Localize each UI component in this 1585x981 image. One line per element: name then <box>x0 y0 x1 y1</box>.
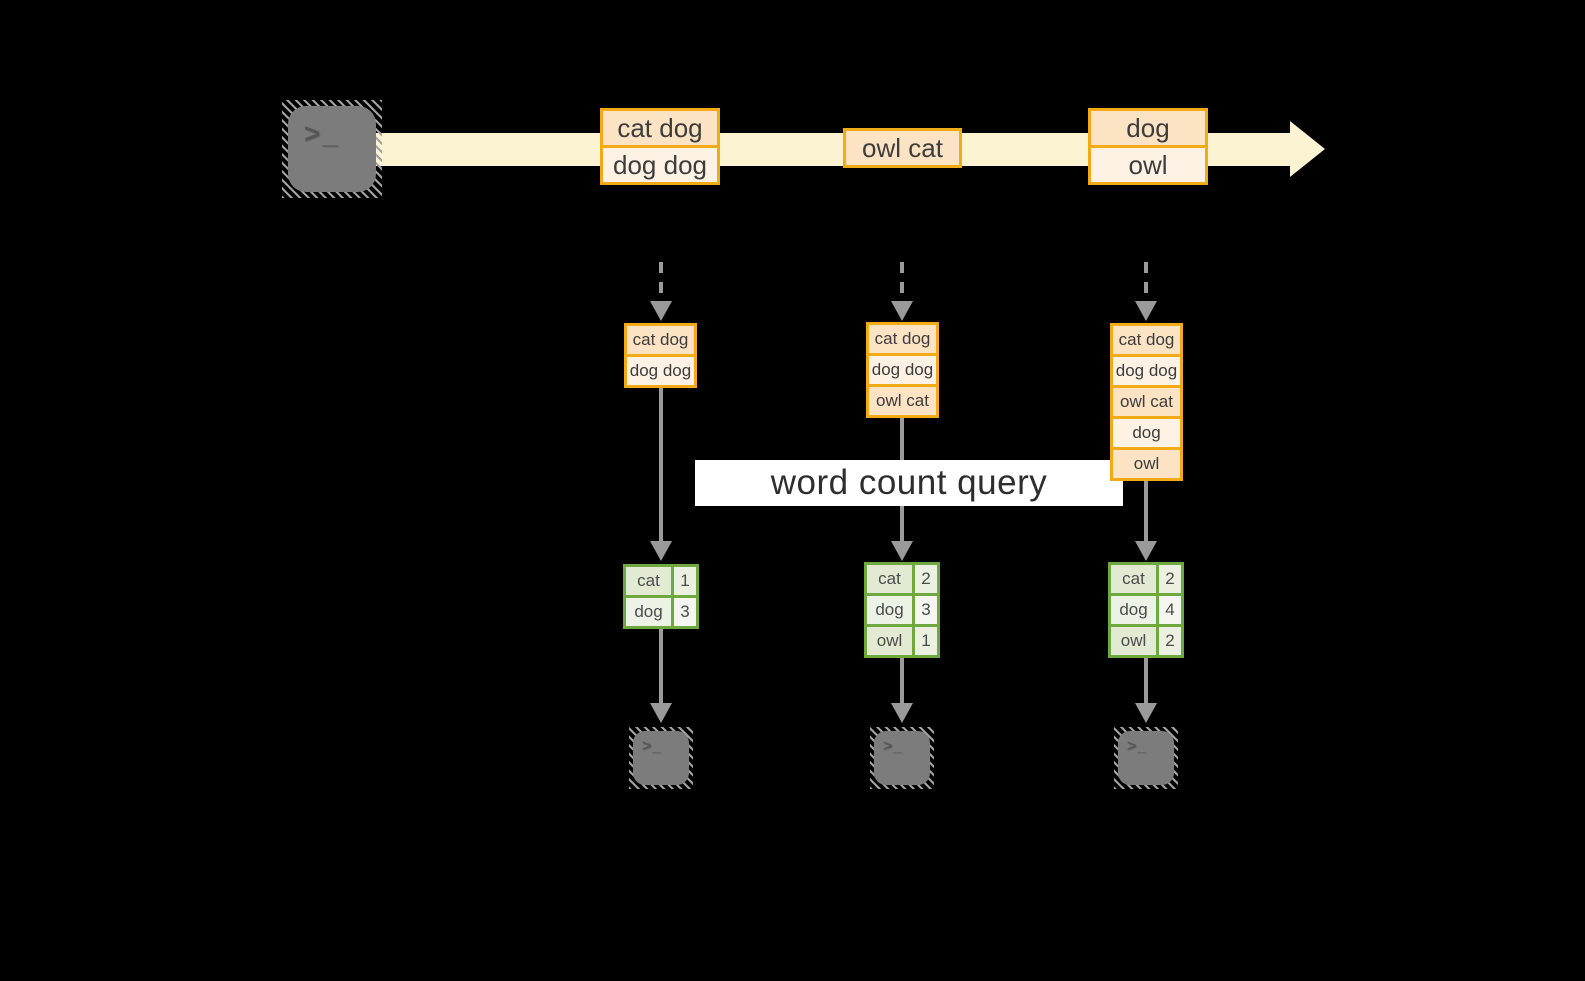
count-word-cell: owl <box>1111 627 1156 655</box>
count-value-cell: 1 <box>915 627 937 655</box>
box-row: cat dog <box>627 326 694 357</box>
box-row: owl cat <box>1113 388 1180 419</box>
count-word-cell: owl <box>867 627 912 655</box>
count-value-cell: 2 <box>915 565 937 593</box>
sink-arrow-line <box>659 629 663 704</box>
terminal-body: >_ <box>288 106 376 192</box>
box-row: dog dog <box>869 356 936 387</box>
dashed-arrow-line <box>1144 262 1148 302</box>
count-value-cell: 2 <box>1159 565 1181 593</box>
terminal-prompt-icon: >_ <box>642 738 663 755</box>
sink-arrow-line <box>1144 658 1148 704</box>
query-arrow-head <box>650 541 672 561</box>
terminal-body: >_ <box>874 731 930 785</box>
query-label: word count query <box>770 463 1048 502</box>
count-word-cell: cat <box>626 567 671 595</box>
dashed-arrow-line <box>900 262 904 302</box>
sink-arrow-line <box>900 658 904 704</box>
count-value-cell: 4 <box>1159 596 1181 624</box>
stream-arrowhead <box>1290 121 1325 177</box>
source-terminal-icon: >_ <box>282 100 382 198</box>
box-row: dog dog <box>1113 357 1180 388</box>
stream-batch-box: owl cat <box>843 128 962 168</box>
box-row: cat dog <box>1113 326 1180 357</box>
box-row: owl <box>1091 148 1205 182</box>
count-value-cell: 2 <box>1159 627 1181 655</box>
box-row: owl cat <box>846 131 959 165</box>
sink-arrow-head <box>650 703 672 723</box>
terminal-prompt-icon: >_ <box>1127 738 1148 755</box>
terminal-body: >_ <box>1118 731 1174 785</box>
sink-terminal-icon: >_ <box>629 727 693 789</box>
box-row: owl cat <box>869 387 936 415</box>
dashed-arrow-head <box>650 301 672 321</box>
query-arrow-head <box>891 541 913 561</box>
box-row: dog <box>1113 419 1180 450</box>
box-row: owl <box>1113 450 1180 478</box>
box-row: cat dog <box>869 325 936 356</box>
query-arrow-line <box>659 386 663 542</box>
sink-terminal-icon: >_ <box>870 727 934 789</box>
query-arrow-line <box>1144 478 1148 542</box>
query-label-band: word count query <box>695 460 1123 506</box>
box-row: dog dog <box>603 148 717 182</box>
terminal-body: >_ <box>633 731 689 785</box>
sink-terminal-icon: >_ <box>1114 727 1178 789</box>
dashed-arrow-head <box>891 301 913 321</box>
count-word-cell: dog <box>867 596 912 624</box>
terminal-prompt-icon: >_ <box>304 118 340 149</box>
dashed-arrow-head <box>1135 301 1157 321</box>
count-word-cell: dog <box>626 598 671 626</box>
count-word-cell: cat <box>1111 565 1156 593</box>
box-row: dog dog <box>627 357 694 385</box>
sink-arrow-head <box>891 703 913 723</box>
terminal-prompt-icon: >_ <box>883 738 904 755</box>
query-arrow-head <box>1135 541 1157 561</box>
count-word-cell: dog <box>1111 596 1156 624</box>
box-row: dog <box>1091 111 1205 148</box>
dashed-arrow-line <box>659 262 663 302</box>
count-value-cell: 1 <box>674 567 696 595</box>
box-row: cat dog <box>603 111 717 148</box>
count-word-cell: cat <box>867 565 912 593</box>
count-value-cell: 3 <box>674 598 696 626</box>
sink-arrow-head <box>1135 703 1157 723</box>
count-value-cell: 3 <box>915 596 937 624</box>
